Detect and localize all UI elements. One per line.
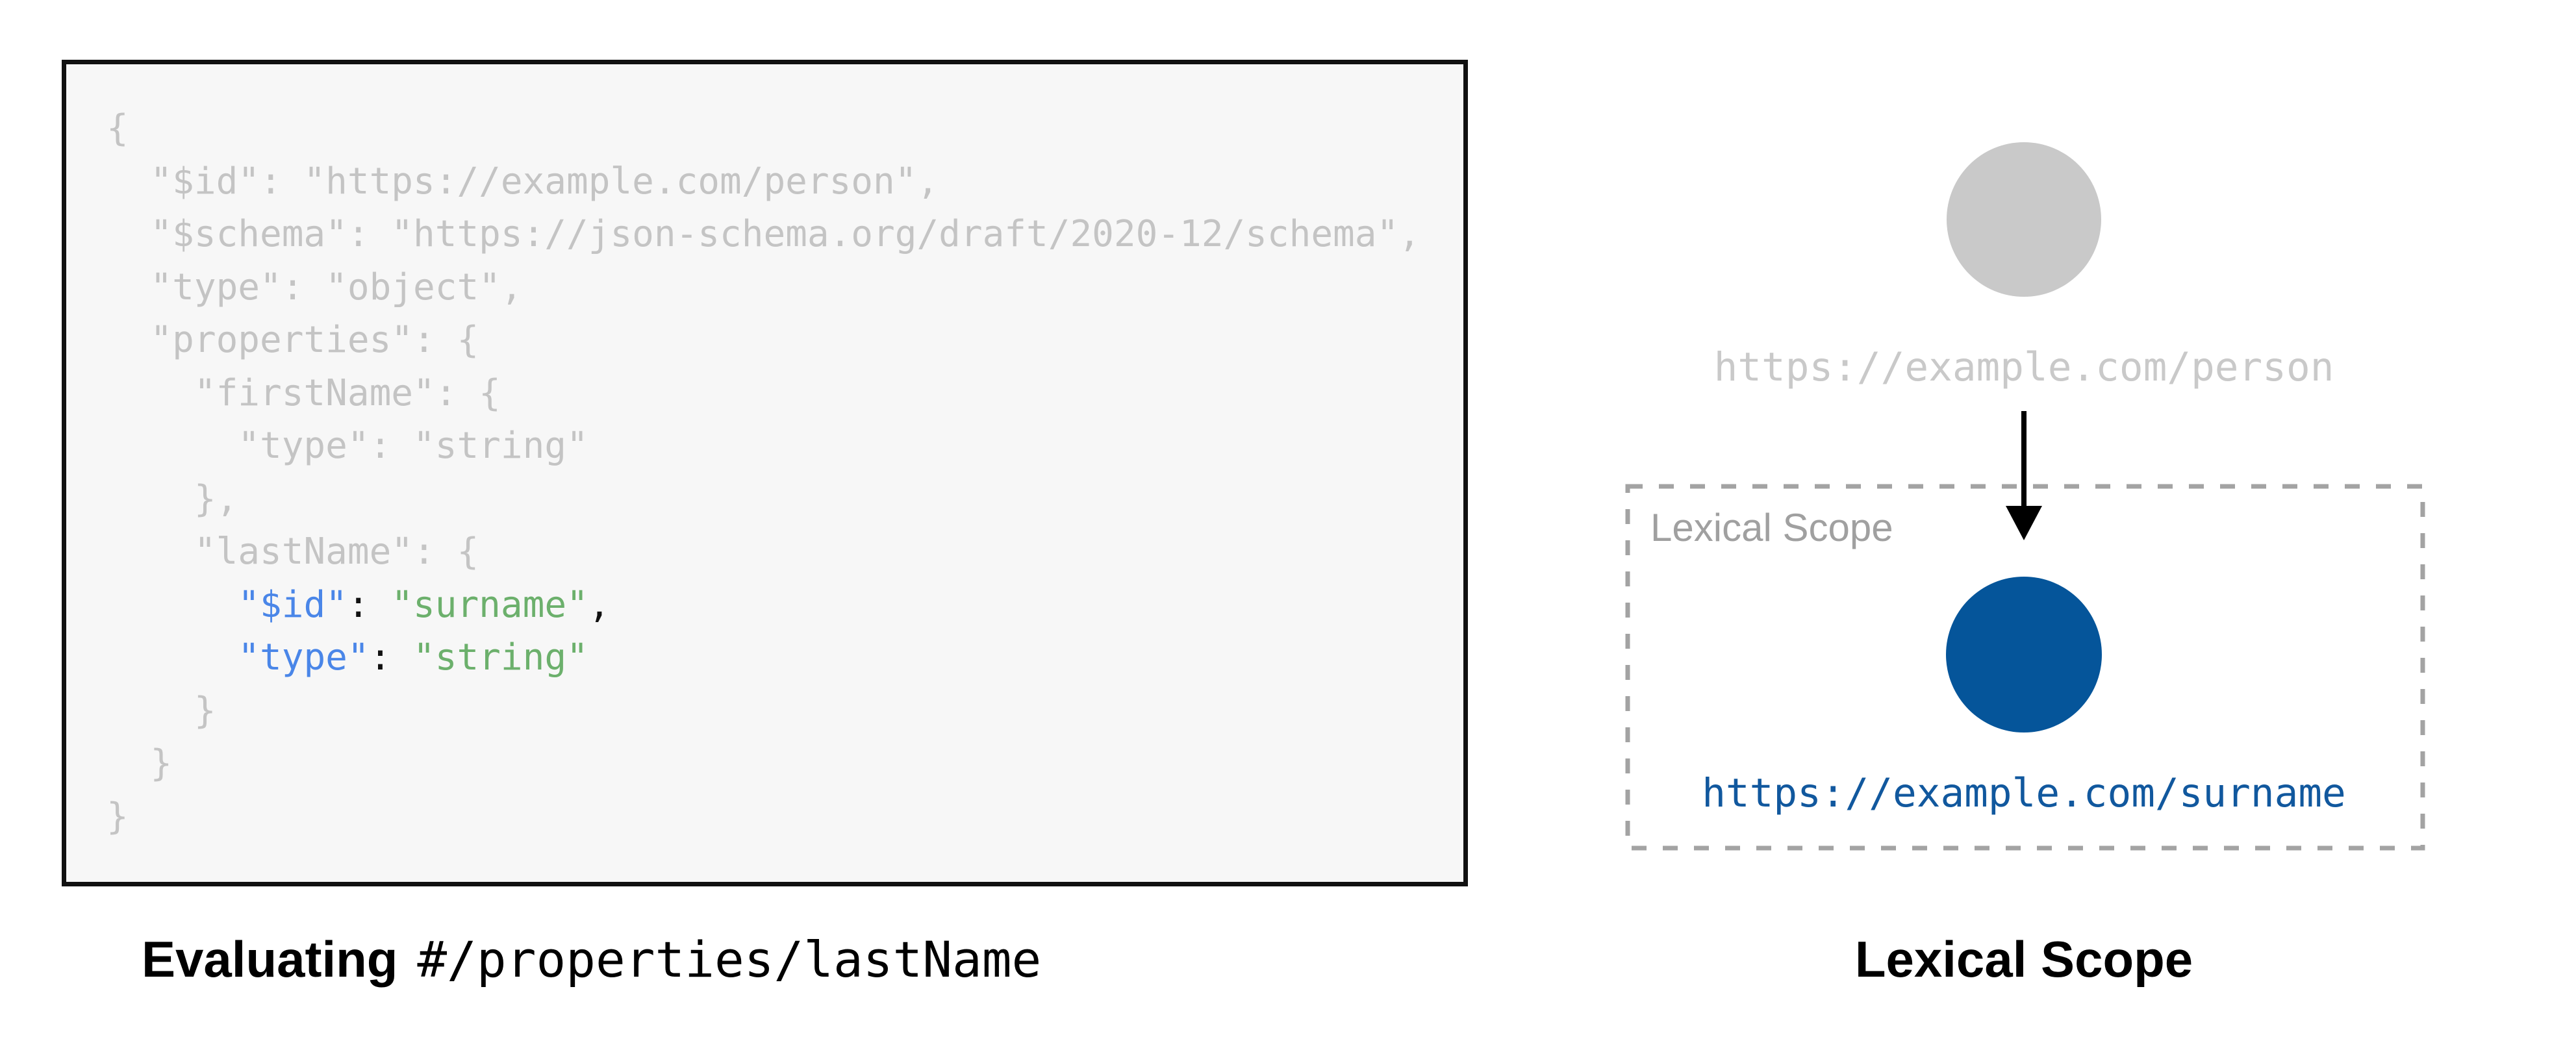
- code-line: "$schema": "https://json-schema.org/draf…: [107, 213, 1421, 255]
- code-block: { "$id": "https://example.com/person", "…: [66, 64, 1463, 843]
- right-caption: Lexical Scope: [1854, 931, 2193, 988]
- child-schema-uri-label: https://example.com/surname: [1702, 770, 2346, 816]
- code-line: }: [107, 742, 173, 784]
- child-schema-node-circle: [1946, 577, 2102, 732]
- left-caption: Evaluating #/properties/lastName: [142, 930, 1041, 989]
- code-line: }: [107, 689, 216, 732]
- code-line: {: [107, 107, 129, 149]
- code-line: },: [107, 477, 238, 520]
- json-schema-code-box: { "$id": "https://example.com/person", "…: [62, 60, 1468, 886]
- lexical-scope-box-label: Lexical Scope: [1650, 506, 1893, 549]
- code-line: "type": "string": [238, 636, 588, 679]
- parent-schema-node-circle: [1947, 142, 2101, 297]
- arrow-down-icon: [2006, 411, 2042, 540]
- left-caption-json-pointer: #/properties/lastName: [417, 931, 1042, 988]
- code-line: "lastName": {: [107, 531, 479, 573]
- code-line: "firstName": {: [107, 371, 501, 414]
- code-line: }: [107, 795, 129, 838]
- parent-schema-uri-label: https://example.com/person: [1713, 344, 2334, 390]
- code-line: "$id": "https://example.com/person",: [107, 160, 939, 203]
- code-line: "properties": {: [107, 319, 479, 361]
- left-caption-bold-text: Evaluating: [142, 931, 398, 988]
- lexical-scope-dashed-box: [1625, 484, 2425, 851]
- code-line: "type": "string": [107, 425, 588, 467]
- code-line: "type": "object",: [107, 266, 523, 308]
- code-line: "$id": "surname",: [238, 583, 611, 626]
